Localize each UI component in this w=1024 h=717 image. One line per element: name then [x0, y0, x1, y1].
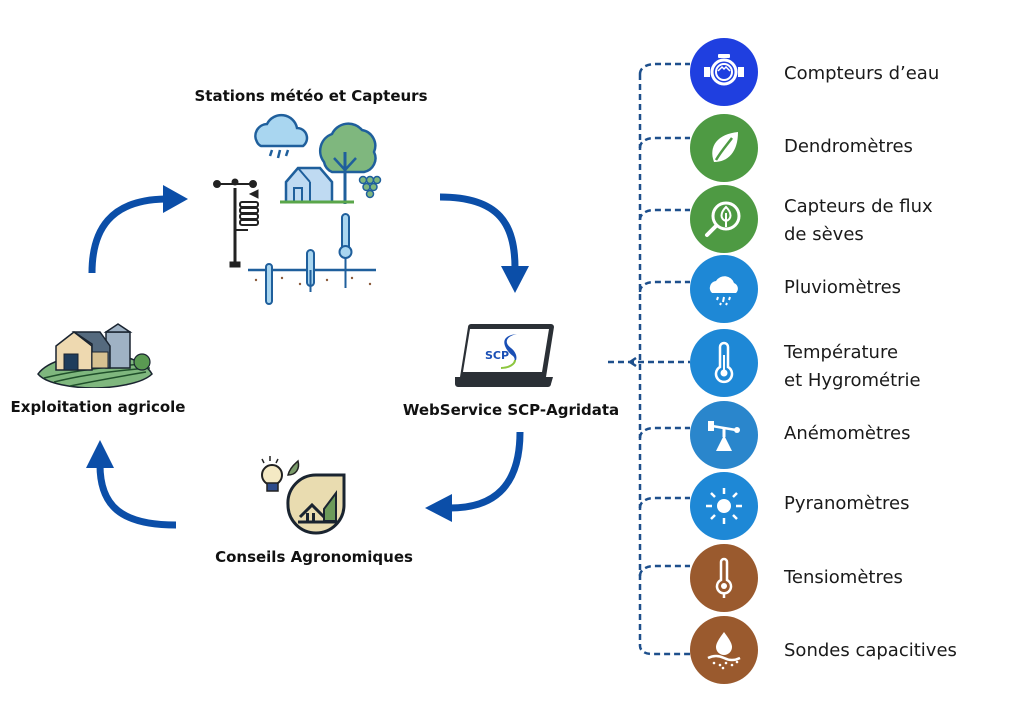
tensiometer-icon — [715, 557, 733, 598]
laptop-scp-logo: SCP — [455, 324, 554, 387]
sap-flow-magnifier-icon — [705, 201, 741, 237]
connector-branch — [638, 62, 690, 75]
sensor-icon-dendrometres — [690, 114, 758, 182]
sensor-label-line: et Hygrométrie — [784, 370, 921, 391]
sensor-label-compteurs: Compteurs d’eau — [784, 63, 940, 84]
sensor-connector-tree — [608, 62, 690, 656]
water-meter-icon — [704, 54, 744, 86]
soil-probe-icon — [265, 249, 315, 305]
agronomic-advice-illustration — [261, 456, 346, 535]
stations-label: Stations météo et Capteurs — [194, 87, 428, 105]
arrowhead-left — [425, 494, 452, 522]
sensor-icon-pyranometres — [690, 472, 758, 540]
anemometer-icon — [708, 421, 740, 451]
farm-illustration — [37, 323, 153, 388]
sensor-label-anemometres: Anémomètres — [784, 423, 911, 444]
arrow-stations-to-webservice — [439, 193, 519, 269]
weather-stations-sensors-illustration — [213, 113, 382, 305]
sensor-label-line: Température — [784, 342, 899, 363]
grapes-icon — [358, 175, 382, 199]
sensor-icon-pluviometres — [690, 255, 758, 323]
lightbulb-icon — [261, 456, 300, 492]
arrow-conseils-to-exploitation — [96, 464, 177, 529]
soil-moisture-drop-icon — [707, 632, 741, 670]
sun-icon — [706, 488, 742, 524]
sensor-label-line: de sèves — [784, 224, 864, 245]
thermometer-icon — [714, 341, 734, 384]
soil-dots — [254, 276, 372, 286]
sensor-label-dendrometres: Dendromètres — [784, 136, 913, 157]
radiation-shield-icon — [239, 201, 259, 226]
arrowhead-right — [163, 185, 188, 213]
sensor-icon-tensiometres — [690, 544, 758, 612]
sensor-label-sondes-capacitives: Sondes capacitives — [784, 640, 957, 661]
webservice-label: WebService SCP-Agridata — [402, 401, 620, 419]
sensor-icon-temperature — [690, 329, 758, 397]
chart-growth-icon — [286, 473, 346, 535]
sensor-label-line: Capteurs de flux — [784, 196, 933, 217]
sensor-icon-flux-seves — [690, 185, 758, 253]
arrow-exploitation-to-stations — [88, 195, 166, 274]
arrowhead-up — [86, 440, 114, 468]
exploitation-label: Exploitation agricole — [10, 398, 186, 416]
sensor-label-temperature: Température et Hygrométrie — [784, 339, 921, 395]
sensor-label-pluviometres: Pluviomètres — [784, 277, 902, 298]
arrow-webservice-to-conseils — [449, 431, 524, 512]
sensor-icon-compteurs — [690, 38, 758, 106]
sensor-icon-sondes-capacitives — [690, 616, 758, 684]
barn — [55, 331, 111, 371]
sensor-label-pyranometres: Pyranomètres — [784, 493, 910, 514]
connector-junction-arrow — [627, 356, 637, 368]
rain-cloud-icon — [254, 113, 309, 159]
sensor-label-flux-seves: Capteurs de flux de sèves — [784, 193, 933, 249]
arrowhead-down — [501, 266, 529, 293]
greenhouse-icon — [280, 166, 354, 204]
thermometer-probe-icon — [338, 213, 353, 288]
rain-cloud-icon — [709, 276, 738, 306]
sensor-icon-anemometres — [690, 401, 758, 469]
leaf-icon — [712, 132, 738, 162]
sensor-label-tensiometres: Tensiomètres — [784, 567, 903, 588]
scp-logo-text: SCP — [485, 349, 509, 362]
tree-icon — [318, 122, 377, 204]
weather-station-icon — [213, 178, 259, 268]
conseils-label: Conseils Agronomiques — [215, 548, 413, 566]
